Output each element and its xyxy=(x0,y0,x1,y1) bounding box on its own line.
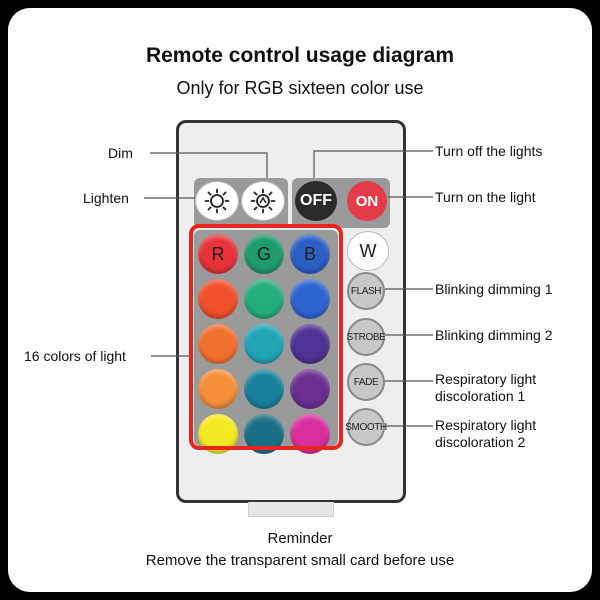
color-button-letter: R xyxy=(211,243,225,264)
callout-colors: 16 colors of light xyxy=(24,348,126,364)
callout-dim: Dim xyxy=(108,145,133,161)
strobe-button[interactable]: STROBE xyxy=(347,318,386,356)
color-button-green[interactable]: G xyxy=(244,234,284,274)
sun-outline-icon xyxy=(204,188,230,214)
color-grid-highlight xyxy=(189,224,343,450)
diagram-title: Remote control usage diagram xyxy=(145,44,455,67)
callout-flash: Blinking dimming 1 xyxy=(435,281,553,297)
diagram-card: Remote control usage diagram Only for RG… xyxy=(8,8,592,592)
color-button-red[interactable]: R xyxy=(198,234,238,274)
white-button[interactable]: W xyxy=(347,231,389,271)
reminder-text: Remove the transparent small card before… xyxy=(145,552,455,569)
fade-button[interactable]: FADE xyxy=(347,363,385,401)
reminder-title: Reminder xyxy=(267,530,333,547)
color-button[interactable] xyxy=(244,279,284,319)
sun-dim-icon xyxy=(250,188,276,214)
color-button[interactable] xyxy=(198,279,238,319)
color-button[interactable] xyxy=(244,324,284,364)
transparent-card-tab xyxy=(248,502,334,517)
callout-smooth: Respiratory light discoloration 2 xyxy=(435,417,537,450)
on-button[interactable]: ON xyxy=(347,181,387,221)
color-button[interactable] xyxy=(290,369,330,409)
lighten-button[interactable] xyxy=(195,181,239,221)
color-button[interactable] xyxy=(290,324,330,364)
callout-off: Turn off the lights xyxy=(435,143,543,159)
flash-button[interactable]: FLASH xyxy=(347,272,385,310)
callout-lines xyxy=(144,150,433,427)
color-button-blue[interactable]: B xyxy=(290,234,330,274)
color-button-letter: B xyxy=(303,243,316,264)
color-button-letter: G xyxy=(256,243,271,264)
smooth-button[interactable]: SMOOTH xyxy=(345,408,387,446)
diagram-subtitle: Only for RGB sixteen color use xyxy=(176,78,424,98)
color-button[interactable] xyxy=(244,369,284,409)
dim-button[interactable] xyxy=(241,181,285,221)
color-button[interactable] xyxy=(198,369,238,409)
callout-lighten: Lighten xyxy=(83,190,129,206)
callout-strobe: Blinking dimming 2 xyxy=(435,327,553,343)
color-button[interactable] xyxy=(290,279,330,319)
callout-on: Turn on the light xyxy=(435,189,536,205)
callout-fade: Respiratory light discoloration 1 xyxy=(435,371,537,404)
color-button[interactable] xyxy=(198,324,238,364)
off-button[interactable]: OFF xyxy=(295,181,337,221)
